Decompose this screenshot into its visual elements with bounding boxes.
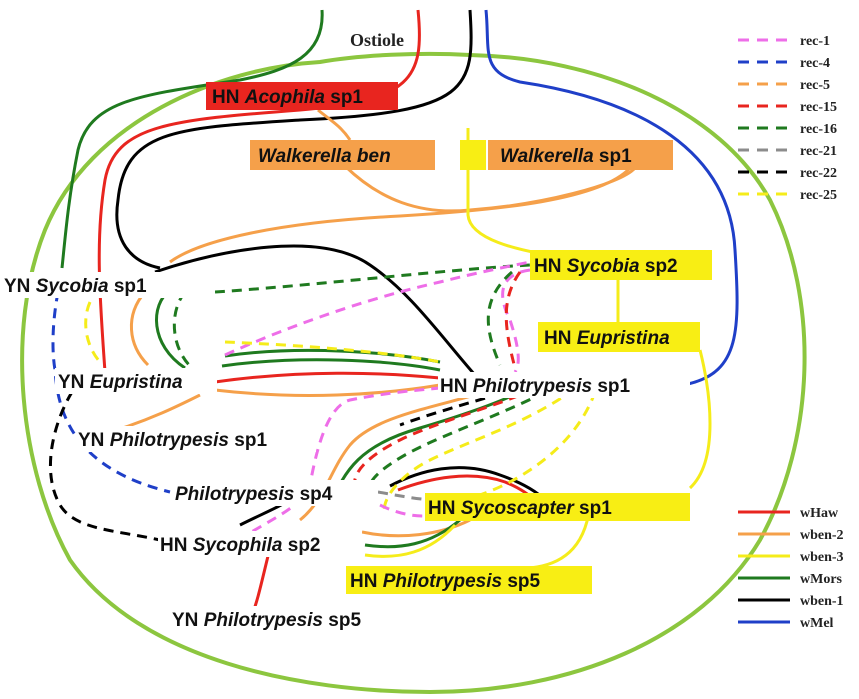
svg-text:HN Sycobia sp2: HN Sycobia sp2 [534, 256, 678, 277]
node-yn-sycobia-sp1: YN Sycobia sp1 [0, 272, 215, 298]
legend-dashed-label-rec-15: rec-15 [800, 100, 837, 115]
svg-text:HN Philotrypesis sp5: HN Philotrypesis sp5 [350, 571, 541, 592]
wmel-line [484, 9, 739, 386]
rec21-line-a [377, 490, 431, 502]
wmors-line-b [155, 288, 186, 370]
legend-recombinants: rec-1 rec-4 rec-5 rec-15 rec-16 rec-21 rec-22 r… [738, 34, 837, 203]
node-walkerella-ben: Walkerella ben [250, 140, 435, 170]
wben1-line-a [115, 9, 473, 270]
node-yn-philotrypesis-sp1: YN Philotrypesis sp1 [76, 426, 316, 452]
wmors-line-f [364, 518, 461, 549]
node-hn-eupristina: HN Eupristina [538, 322, 700, 352]
legend-solid-label-wben-2: wben-2 [800, 528, 844, 543]
wben2-line-e [214, 383, 441, 397]
walkerella-connector [460, 140, 486, 170]
rec1-line-a [224, 260, 531, 357]
svg-text:Walkerella sp1: Walkerella sp1 [500, 146, 632, 167]
svg-text:YN Eupristina: YN Eupristina [58, 372, 183, 393]
legend-dashed-label-rec-22: rec-22 [800, 166, 837, 181]
fig-outline [20, 51, 807, 695]
node-hn-sycophila-sp2: HN Sycophila sp2 [158, 531, 362, 557]
node-hn-philotrypesis-sp1: HN Philotrypesis sp1 [438, 372, 690, 398]
rec1-line-c [237, 386, 441, 542]
node-hn-acophila: HN Acophila sp1 [206, 82, 398, 110]
wmors-line [60, 9, 324, 269]
wben1-line-d [389, 466, 547, 502]
wben2-line-c [169, 166, 632, 264]
svg-text:HN Sycophila sp2: HN Sycophila sp2 [160, 535, 321, 556]
legend-dashed-label-rec-1: rec-1 [800, 34, 830, 49]
rec25-line-a [224, 340, 441, 364]
rec15-line-a [504, 271, 522, 369]
wben3-line-e [364, 523, 457, 558]
svg-text:YN Sycobia sp1: YN Sycobia sp1 [4, 276, 147, 297]
wben2-line-a [317, 108, 352, 141]
legend-solid-label-wben-1: wben-1 [800, 594, 844, 609]
node-philotrypesis-sp4: Philotrypesis sp4 [172, 480, 378, 506]
node-yn-eupristina: YN Eupristina [55, 368, 217, 394]
svg-text:HN Eupristina: HN Eupristina [544, 328, 670, 349]
legend-dashed-label-rec-16: rec-16 [800, 122, 837, 137]
svg-text:HN Acophila sp1: HN Acophila sp1 [212, 87, 363, 108]
legend-solid-label-wMel: wMel [800, 616, 834, 631]
svg-text:Walkerella ben: Walkerella ben [258, 146, 391, 167]
svg-text:Philotrypesis sp4: Philotrypesis sp4 [175, 484, 333, 505]
rec25-line-b [84, 301, 102, 363]
legend-strains: wHaw wben-2 wben-3 wMors wben-1 wMel [738, 506, 844, 631]
legend-dashed-label-rec-25: rec-25 [800, 188, 837, 203]
whaw-line-c [250, 547, 272, 616]
ostiole-label: Ostiole [350, 30, 404, 50]
whaw-line-b [214, 371, 441, 384]
node-hn-sycobia-sp2: HN Sycobia sp2 [530, 250, 712, 280]
node-yn-philotrypesis-sp5: YN Philotrypesis sp5 [170, 606, 414, 632]
legend-dashed-label-rec-5: rec-5 [800, 78, 830, 93]
wben2-line-h [361, 518, 471, 538]
svg-text:YN Philotrypesis sp5: YN Philotrypesis sp5 [172, 610, 361, 631]
svg-text:HN Philotrypesis sp1: HN Philotrypesis sp1 [440, 376, 631, 397]
node-hn-philotrypesis-sp5: HN Philotrypesis sp5 [346, 566, 592, 594]
wben2-line-d [130, 291, 150, 367]
legend-dashed-label-rec-4: rec-4 [800, 56, 830, 71]
rec16-line-a [214, 263, 531, 294]
node-walkerella-sp1: Walkerella sp1 [488, 140, 673, 170]
rec1-line-b [501, 268, 531, 373]
wben3-line-c [688, 349, 712, 490]
legend-solid-label-wben-3: wben-3 [800, 550, 844, 565]
wmors-line-c [221, 358, 441, 372]
svg-text:YN Philotrypesis sp1: YN Philotrypesis sp1 [78, 430, 267, 451]
node-hn-sycoscapter-sp1: HN Sycoscapter sp1 [425, 493, 690, 521]
rec16-line-c [486, 270, 513, 366]
rec16-line-d [366, 373, 576, 507]
legend-solid-label-wHaw: wHaw [800, 506, 839, 521]
rec16-line-b [172, 291, 192, 368]
whaw-line [97, 9, 421, 373]
legend-dashed-label-rec-21: rec-21 [800, 144, 837, 159]
wben1-line-b [154, 244, 477, 376]
svg-text:HN Sycoscapter sp1: HN Sycoscapter sp1 [428, 498, 612, 519]
legend-solid-label-wMors: wMors [800, 572, 843, 587]
